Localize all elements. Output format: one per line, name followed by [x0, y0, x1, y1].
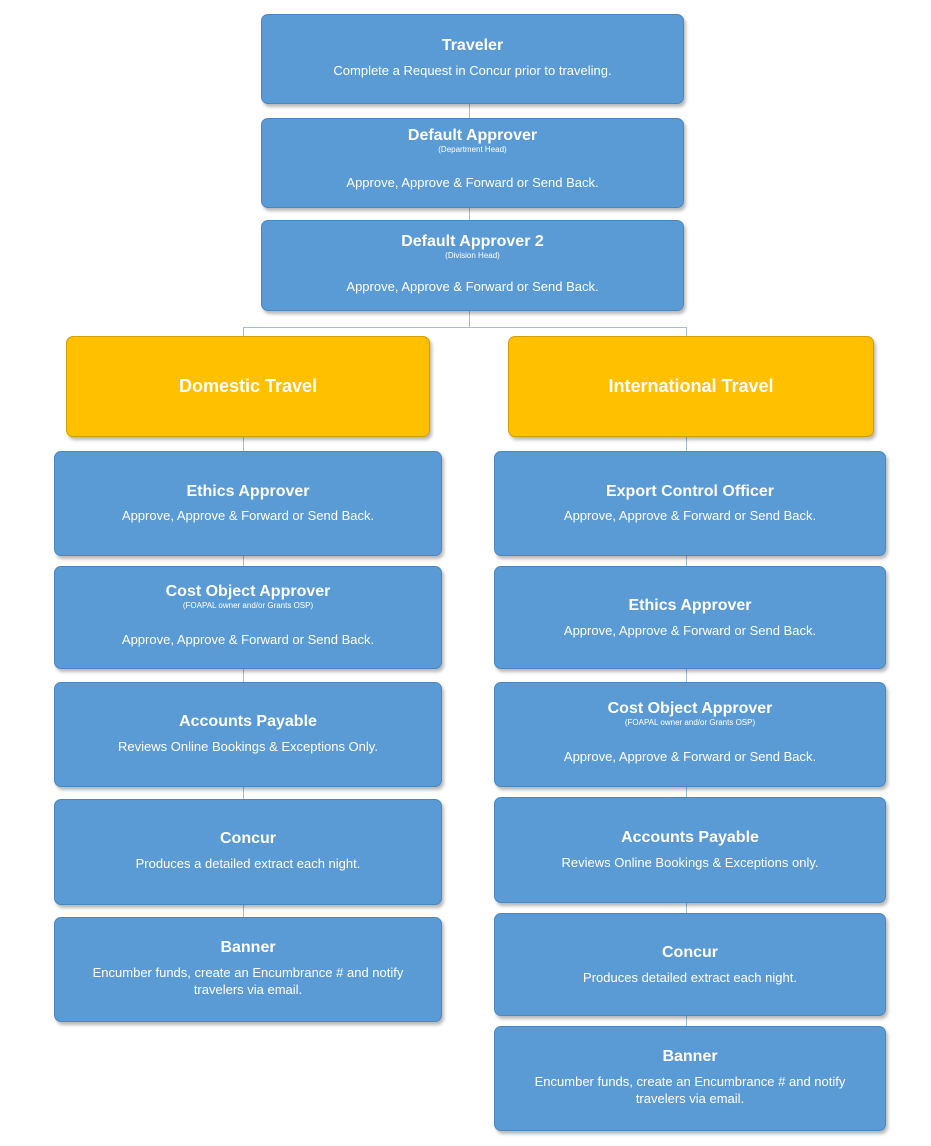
step-description: Approve, Approve & Forward or Send Back. [563, 749, 817, 764]
step-description: Approve, Approve & Forward or Send Back. [346, 175, 599, 190]
step-description: Complete a Request in Concur prior to tr… [333, 63, 612, 78]
step-description: Approve, Approve & Forward or Send Back. [121, 508, 375, 523]
step-description: Produces a detailed extract each night. [135, 856, 361, 871]
international-step-export-control-officer: Export Control Officer Approve, Approve … [494, 451, 886, 556]
connector-line [686, 327, 687, 336]
step-title: Banner [662, 1048, 718, 1065]
step-title: Ethics Approver [186, 483, 310, 500]
domestic-travel-header: Domestic Travel [66, 336, 430, 437]
step-title: Banner [220, 939, 276, 956]
step-description: Approve, Approve & Forward or Send Back. [346, 279, 599, 294]
step-description: Encumber funds, create an Encumbrance # … [534, 1074, 846, 1106]
international-step-concur: Concur Produces detailed extract each ni… [494, 913, 886, 1016]
step-description: Reviews Online Bookings & Exceptions Onl… [118, 739, 378, 754]
step-title: Export Control Officer [605, 483, 774, 500]
step-subtitle: (FOAPAL owner and/or Grants OSP) [182, 601, 314, 610]
step-description: Approve, Approve & Forward or Send Back. [121, 632, 375, 647]
domestic-step-concur: Concur Produces a detailed extract each … [54, 799, 442, 905]
step-subtitle: (Division Head) [445, 251, 500, 260]
step-title: Accounts Payable [621, 829, 759, 846]
step-description: Approve, Approve & Forward or Send Back. [563, 508, 817, 523]
step-title: Concur [662, 944, 718, 961]
step-traveler: Traveler Complete a Request in Concur pr… [261, 14, 684, 104]
domestic-step-cost-object-approver: Cost Object Approver (FOAPAL owner and/o… [54, 566, 442, 669]
connector-line [469, 104, 470, 328]
step-title: Traveler [441, 37, 504, 54]
step-title: Concur [220, 830, 276, 847]
international-travel-header: International Travel [508, 336, 874, 437]
step-title: Accounts Payable [179, 713, 317, 730]
step-title: Default Approver [407, 127, 538, 144]
international-step-cost-object-approver: Cost Object Approver (FOAPAL owner and/o… [494, 682, 886, 787]
step-title: Default Approver 2 [401, 233, 544, 250]
step-title: Cost Object Approver [607, 700, 773, 717]
step-description: Reviews Online Bookings & Exceptions onl… [561, 855, 819, 870]
domestic-step-banner: Banner Encumber funds, create an Encumbr… [54, 917, 442, 1022]
domestic-step-accounts-payable: Accounts Payable Reviews Online Bookings… [54, 682, 442, 787]
branch-label: International Travel [608, 376, 774, 396]
branch-connector [243, 327, 686, 328]
branch-label: Domestic Travel [178, 376, 318, 396]
step-description: Produces detailed extract each night. [583, 970, 797, 985]
step-subtitle: (FOAPAL owner and/or Grants OSP) [624, 718, 756, 727]
international-step-banner: Banner Encumber funds, create an Encumbr… [494, 1026, 886, 1131]
connector-line [243, 327, 244, 336]
domestic-step-ethics-approver: Ethics Approver Approve, Approve & Forwa… [54, 451, 442, 556]
international-step-accounts-payable: Accounts Payable Reviews Online Bookings… [494, 797, 886, 903]
step-description: Approve, Approve & Forward or Send Back. [563, 623, 817, 638]
step-title: Ethics Approver [628, 597, 752, 614]
step-description: Encumber funds, create an Encumbrance # … [92, 965, 404, 997]
step-default-approver: Default Approver (Department Head) Appro… [261, 118, 684, 208]
step-default-approver-2: Default Approver 2 (Division Head) Appro… [261, 220, 684, 311]
step-subtitle: (Department Head) [438, 145, 507, 154]
step-title: Cost Object Approver [165, 583, 331, 600]
international-step-ethics-approver: Ethics Approver Approve, Approve & Forwa… [494, 566, 886, 669]
